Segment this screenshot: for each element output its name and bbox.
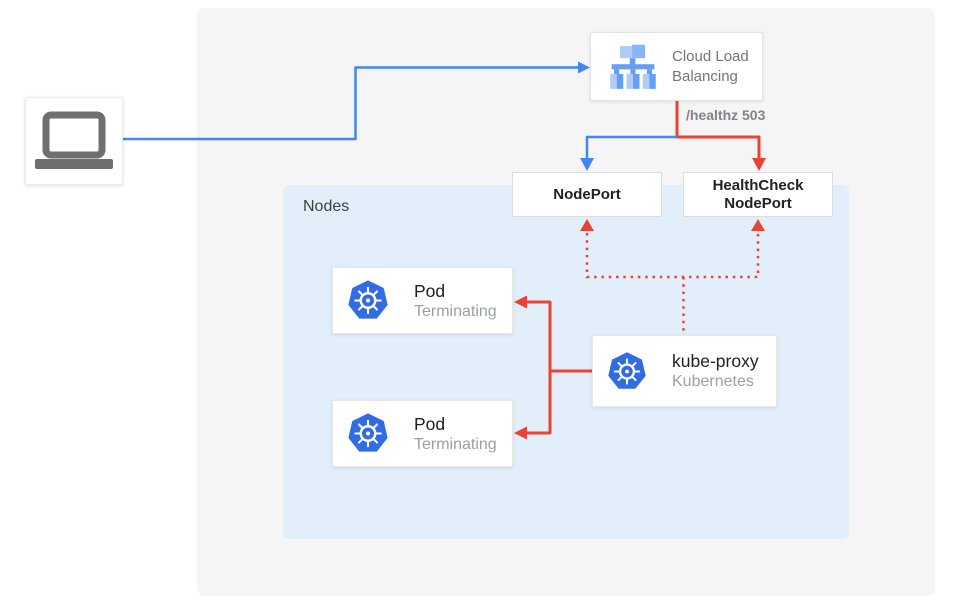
- healthz-status-label: /healthz 503: [686, 107, 766, 123]
- kubernetes-icon: [608, 351, 646, 389]
- pod-status: Terminating: [414, 302, 497, 320]
- kubernetes-icon: [348, 280, 388, 319]
- client-card: [25, 97, 123, 185]
- kube-proxy-to-ports-dotted-arrows: [580, 219, 765, 334]
- pod-status: Terminating: [414, 435, 497, 453]
- healthcheck-nodeport-box: HealthCheck NodePort: [683, 172, 833, 217]
- cloud-load-balancing-label: Cloud Load Balancing: [672, 47, 749, 85]
- cloud-load-balancing-card: Cloud Load Balancing: [590, 32, 763, 101]
- pod-terminating-card-2: Pod Terminating: [332, 400, 513, 467]
- laptop-icon: [35, 111, 113, 169]
- client-to-lb-arrow: [123, 61, 590, 141]
- pod-title: Pod: [414, 280, 446, 301]
- kube-proxy-title: kube-proxy: [672, 351, 759, 371]
- kubernetes-icon: [348, 413, 388, 452]
- nodes-panel-label: Nodes: [303, 198, 350, 215]
- kube-proxy-card: kube-proxy Kubernetes: [592, 335, 777, 407]
- cloud-load-balancing-icon: [610, 44, 656, 89]
- kube-proxy-subtitle: Kubernetes: [672, 373, 754, 390]
- lb-to-healthcheck-arrow: [675, 101, 766, 171]
- kube-proxy-to-pods-arrows: [514, 295, 592, 440]
- pod-terminating-card-1: Pod Terminating: [332, 267, 513, 334]
- lb-to-nodeport-arrow: [580, 135, 677, 171]
- pod-title: Pod: [414, 413, 446, 434]
- nodeport-box: NodePort: [512, 172, 662, 217]
